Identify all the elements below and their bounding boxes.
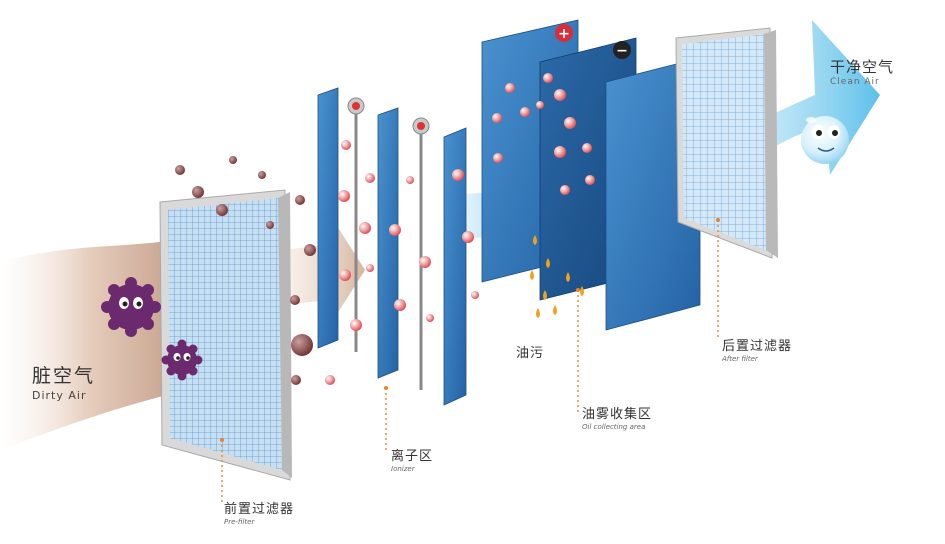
oil-drops bbox=[530, 235, 584, 318]
svg-text:−: − bbox=[616, 43, 628, 59]
label-dirty-air-cn: 脏空气 bbox=[32, 365, 96, 387]
after-filter bbox=[675, 27, 778, 259]
label-clean-air-en: Clean Air bbox=[830, 77, 880, 87]
germ-large bbox=[101, 277, 161, 337]
minus-badge: − bbox=[613, 41, 631, 59]
label-ionizer-cn: 离子区 bbox=[391, 449, 434, 464]
germ-small bbox=[161, 339, 203, 381]
dirty-particles bbox=[175, 156, 316, 385]
label-oil-collecting: 油雾收集区 Oil collecting area bbox=[582, 408, 652, 431]
label-clean-air-cn: 干净空气 bbox=[830, 58, 895, 76]
plus-badge-1: + bbox=[555, 24, 573, 42]
leader-lines bbox=[221, 220, 719, 505]
label-pre-filter-cn: 前置过滤器 bbox=[224, 502, 295, 517]
ionizer-plate-3 bbox=[443, 127, 467, 406]
label-after-filter: 后置过滤器 After filter bbox=[722, 340, 792, 363]
ionizer-plate-2 bbox=[377, 107, 399, 379]
label-pre-filter: 前置过滤器 Pre-filter bbox=[224, 503, 294, 526]
leader-dots bbox=[220, 218, 720, 442]
label-after-filter-cn: 后置过滤器 bbox=[722, 339, 793, 354]
pre-filter bbox=[159, 189, 292, 481]
charged-particles-ionizer bbox=[325, 140, 479, 385]
label-oil-stain: 油污 bbox=[516, 347, 544, 360]
ionizer-plate-1 bbox=[317, 87, 339, 349]
label-pre-filter-en: Pre-filter bbox=[224, 518, 255, 526]
ionizer-electrode-1 bbox=[347, 97, 365, 352]
label-dirty-air: 脏空气 Dirty Air bbox=[32, 365, 96, 402]
label-oil-stain-cn: 油污 bbox=[516, 346, 545, 361]
label-clean-air: 干净空气 Clean Air bbox=[830, 60, 894, 87]
label-ionizer-en: Ionizer bbox=[391, 465, 415, 473]
label-dirty-air-en: Dirty Air bbox=[32, 389, 87, 402]
label-oil-collecting-en: Oil collecting area bbox=[582, 423, 646, 431]
clean-air-mascot bbox=[801, 116, 849, 164]
label-ionizer: 离子区 Ionizer bbox=[391, 450, 433, 473]
ionizer-electrode-2 bbox=[412, 117, 430, 390]
svg-text:+: + bbox=[558, 26, 570, 42]
label-after-filter-en: After filter bbox=[722, 355, 758, 363]
collected-particles bbox=[492, 73, 595, 195]
label-oil-collecting-cn: 油雾收集区 bbox=[582, 407, 653, 422]
